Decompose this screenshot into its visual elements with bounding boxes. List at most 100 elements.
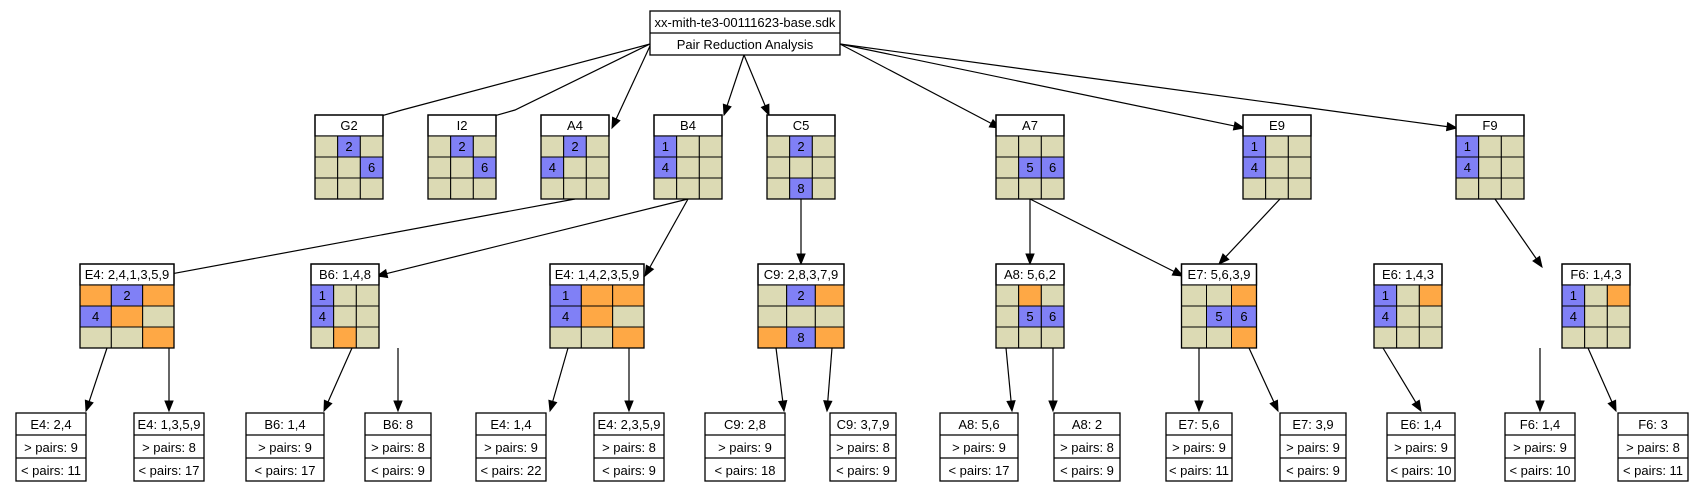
leaf-node-frame (364, 412, 432, 482)
grid-cell (1181, 284, 1207, 307)
edge-arrowhead (323, 399, 333, 413)
tree-edge (839, 43, 1002, 129)
grid-cell (540, 177, 565, 200)
edge-line (88, 347, 108, 402)
tree-edge (460, 43, 651, 127)
grid-cell (580, 284, 614, 307)
leaf-label: F6: 1,4 (1520, 417, 1560, 432)
edge-arrowhead (1218, 253, 1230, 265)
leaf-label: E7: 5,6 (1178, 417, 1219, 432)
leaf-label: B6: 8 (383, 417, 413, 432)
leaf-node: E7: 3,9> pairs: 9< pairs: 9 (1279, 412, 1347, 482)
level1-node-i2-outline (427, 114, 497, 200)
grid-cell (1018, 177, 1042, 200)
grid-cell (1181, 305, 1207, 328)
edge-line (1494, 198, 1537, 260)
grid-cell (1584, 326, 1608, 349)
level2-node-e4a-label: E4: 2,4,1,3,5,9 (85, 267, 170, 282)
grid-cell (1040, 135, 1065, 158)
leaf-node: E7: 5,6> pairs: 9< pairs: 11 (1165, 412, 1233, 482)
level1-node-a7-label: A7 (1022, 118, 1038, 133)
leaf-greater-pairs: > pairs: 9 (1394, 440, 1448, 455)
grid-cell (337, 156, 361, 179)
grid-cell (1206, 284, 1232, 307)
leaf-node: F6: 1,4> pairs: 9< pairs: 10 (1504, 412, 1576, 482)
edge-line (471, 43, 651, 123)
tree-edge (839, 43, 1246, 131)
level2-node-e4b: E4: 1,4,2,3,5,914 (549, 263, 645, 349)
leaf-node: E4: 2,3,5,9> pairs: 8< pairs: 9 (593, 412, 665, 482)
leaf-node-frame (704, 412, 786, 482)
grid-cell (811, 156, 836, 179)
tree-edge (1494, 198, 1543, 269)
grid-cell (811, 135, 836, 158)
grid-cell-value: 4 (549, 160, 556, 175)
grid-cell-value: 2 (797, 288, 804, 303)
grid-cell-value: 4 (562, 309, 569, 324)
grid-cell (1418, 284, 1443, 307)
leaf-lesser-pairs: < pairs: 17 (948, 463, 1009, 478)
leaf-greater-pairs: > pairs: 9 (484, 440, 538, 455)
level2-node-b6-outline (310, 263, 380, 349)
level1-node-a4-outline (540, 114, 610, 200)
grid-cell-value: 8 (797, 181, 804, 196)
edge-arrowhead (1025, 253, 1035, 266)
level1-node-g2-outline (314, 114, 384, 200)
grid-cell (450, 156, 474, 179)
grid-cell (540, 135, 565, 158)
grid-cell (676, 177, 700, 200)
grid-cell (1500, 135, 1525, 158)
leaf-node-frame (245, 412, 325, 482)
edge-line (552, 347, 569, 402)
level2-node-f6-label: F6: 1,4,3 (1570, 267, 1621, 282)
grid-cell-value: 4 (1464, 160, 1471, 175)
grid-cell (995, 135, 1020, 158)
grid-cell (1606, 326, 1631, 349)
leaf-lesser-pairs: < pairs: 11 (21, 463, 81, 478)
grid-cell-value: 1 (1464, 139, 1471, 154)
leaf-node: A8: 2> pairs: 8< pairs: 9 (1053, 412, 1121, 482)
grid-cell (1500, 156, 1525, 179)
edge-arrowhead (1232, 121, 1246, 131)
grid-cell (355, 305, 380, 328)
leaf-lesser-pairs: < pairs: 10 (1390, 463, 1451, 478)
leaf-label: C9: 2,8 (724, 417, 766, 432)
tree-edge (611, 45, 651, 130)
level2-node-f6-outline (1561, 263, 1631, 349)
grid-cell (427, 135, 452, 158)
grid-cell (314, 177, 339, 200)
grid-cell (1396, 305, 1420, 328)
edge-arrowhead (611, 116, 621, 130)
grid-cell (1018, 284, 1042, 307)
edge-arrowhead (1411, 399, 1422, 413)
edge-line (386, 198, 689, 275)
level1-node-g2-label: G2 (340, 118, 357, 133)
leaf-node-frame (1386, 412, 1456, 482)
grid-cell (333, 305, 357, 328)
grid-cell (1396, 284, 1420, 307)
leaf-greater-pairs: > pairs: 9 (24, 440, 78, 455)
level1-node-a4-label: A4 (567, 118, 583, 133)
edge-line (358, 43, 651, 123)
grid-cell-value: 1 (319, 288, 326, 303)
level2-node-e7-label: E7: 5,6,3,9 (1188, 267, 1251, 282)
grid-cell (585, 135, 610, 158)
grid-cell (333, 284, 357, 307)
edge-line (839, 43, 992, 124)
tree-edges (84, 43, 1617, 413)
grid-cell (1606, 305, 1631, 328)
leaf-lesser-pairs: < pairs: 22 (480, 463, 541, 478)
leaf-node-frame (1504, 412, 1576, 482)
leaf-greater-pairs: > pairs: 8 (1060, 440, 1114, 455)
grid-cell (1231, 326, 1257, 349)
grid-cell (995, 156, 1020, 179)
grid-cell-value: 2 (458, 139, 465, 154)
edge-arrowhead (644, 264, 655, 278)
leaf-lesser-pairs: < pairs: 11 (1623, 463, 1683, 478)
